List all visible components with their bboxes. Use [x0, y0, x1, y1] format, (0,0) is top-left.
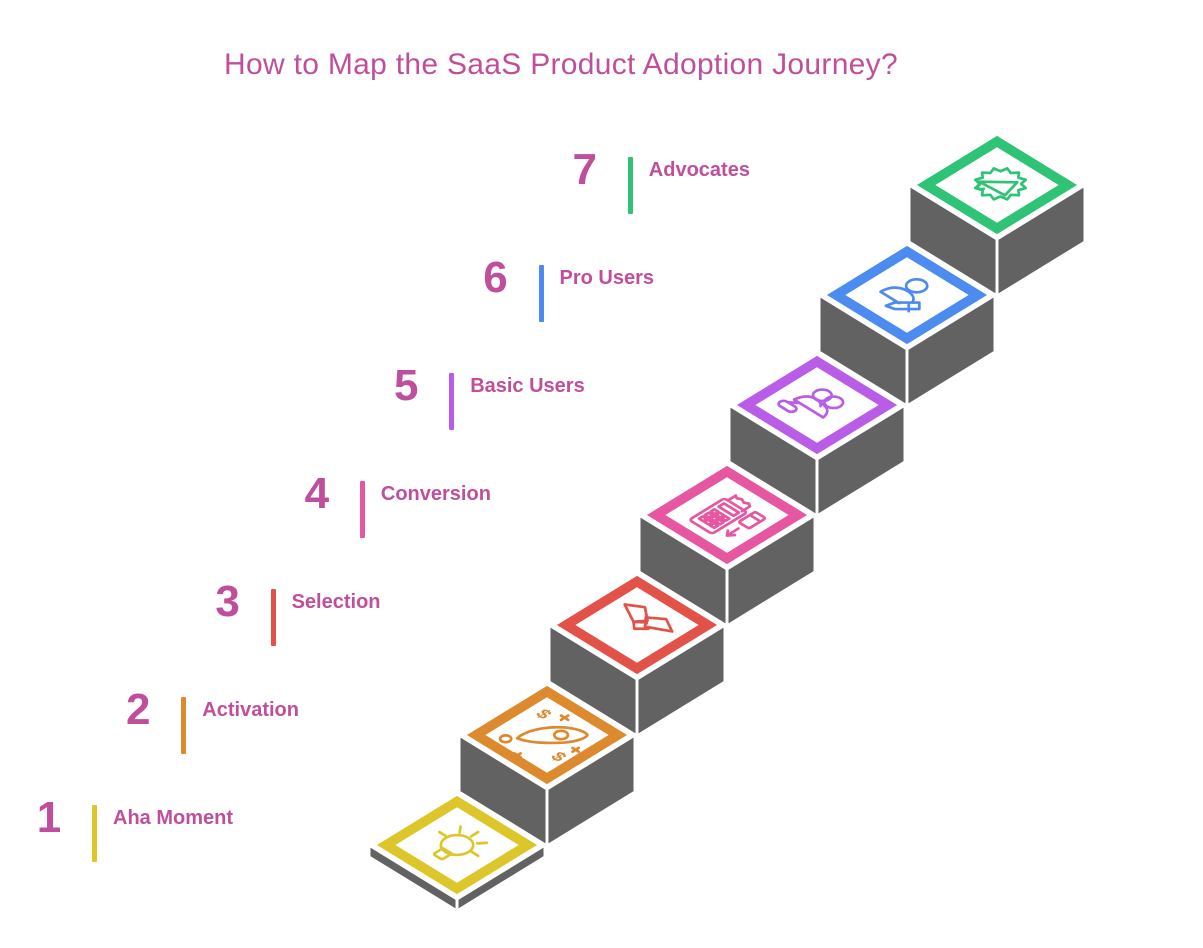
step-color-bar [181, 697, 187, 754]
infographic-title: How to Map the SaaS Product Adoption Jou… [224, 48, 898, 81]
step-color-bar [449, 373, 455, 430]
step-label-row: 5 Basic Users [383, 361, 585, 430]
step-tile [549, 571, 725, 680]
handshake-icon [610, 599, 680, 642]
step-label-row: 6 Pro Users [473, 253, 655, 322]
step-label-row: 4 Conversion [294, 469, 491, 538]
step-number: 7 [572, 145, 598, 194]
step-label-row: 7 Advocates [562, 145, 750, 214]
step-color-bar [538, 265, 544, 322]
step-color-bar [270, 589, 276, 646]
step-color-bar [92, 805, 97, 862]
step-label: Basic Users [470, 375, 585, 397]
step-color-bar [627, 157, 633, 214]
step-label-row: 2 Activation [115, 685, 299, 754]
step-label: Aha Moment [113, 807, 233, 829]
step-label-row: 1 Aha Moment [26, 793, 233, 862]
step-number: 3 [215, 577, 240, 626]
step-label-row: 3 Selection [205, 577, 381, 646]
step-number: 6 [483, 253, 508, 302]
step-label: Advocates [648, 159, 750, 181]
step-label: Selection [291, 591, 381, 613]
payment-terminal-icon [689, 493, 769, 542]
step-number: 5 [393, 361, 419, 410]
step-block [547, 571, 727, 738]
step-number: 2 [126, 685, 151, 734]
step-color-bar [359, 481, 365, 538]
step-label: Conversion [380, 483, 491, 505]
megaphone-badge-icon [964, 161, 1038, 206]
step-number: 4 [304, 469, 330, 518]
user-edit-icon [872, 273, 945, 318]
step-number: 1 [36, 793, 62, 842]
step-label: Activation [202, 699, 299, 721]
users-group-icon [777, 382, 848, 425]
step-label: Pro Users [559, 267, 655, 289]
lightbulb-icon [418, 820, 497, 869]
step-block [907, 131, 1087, 298]
